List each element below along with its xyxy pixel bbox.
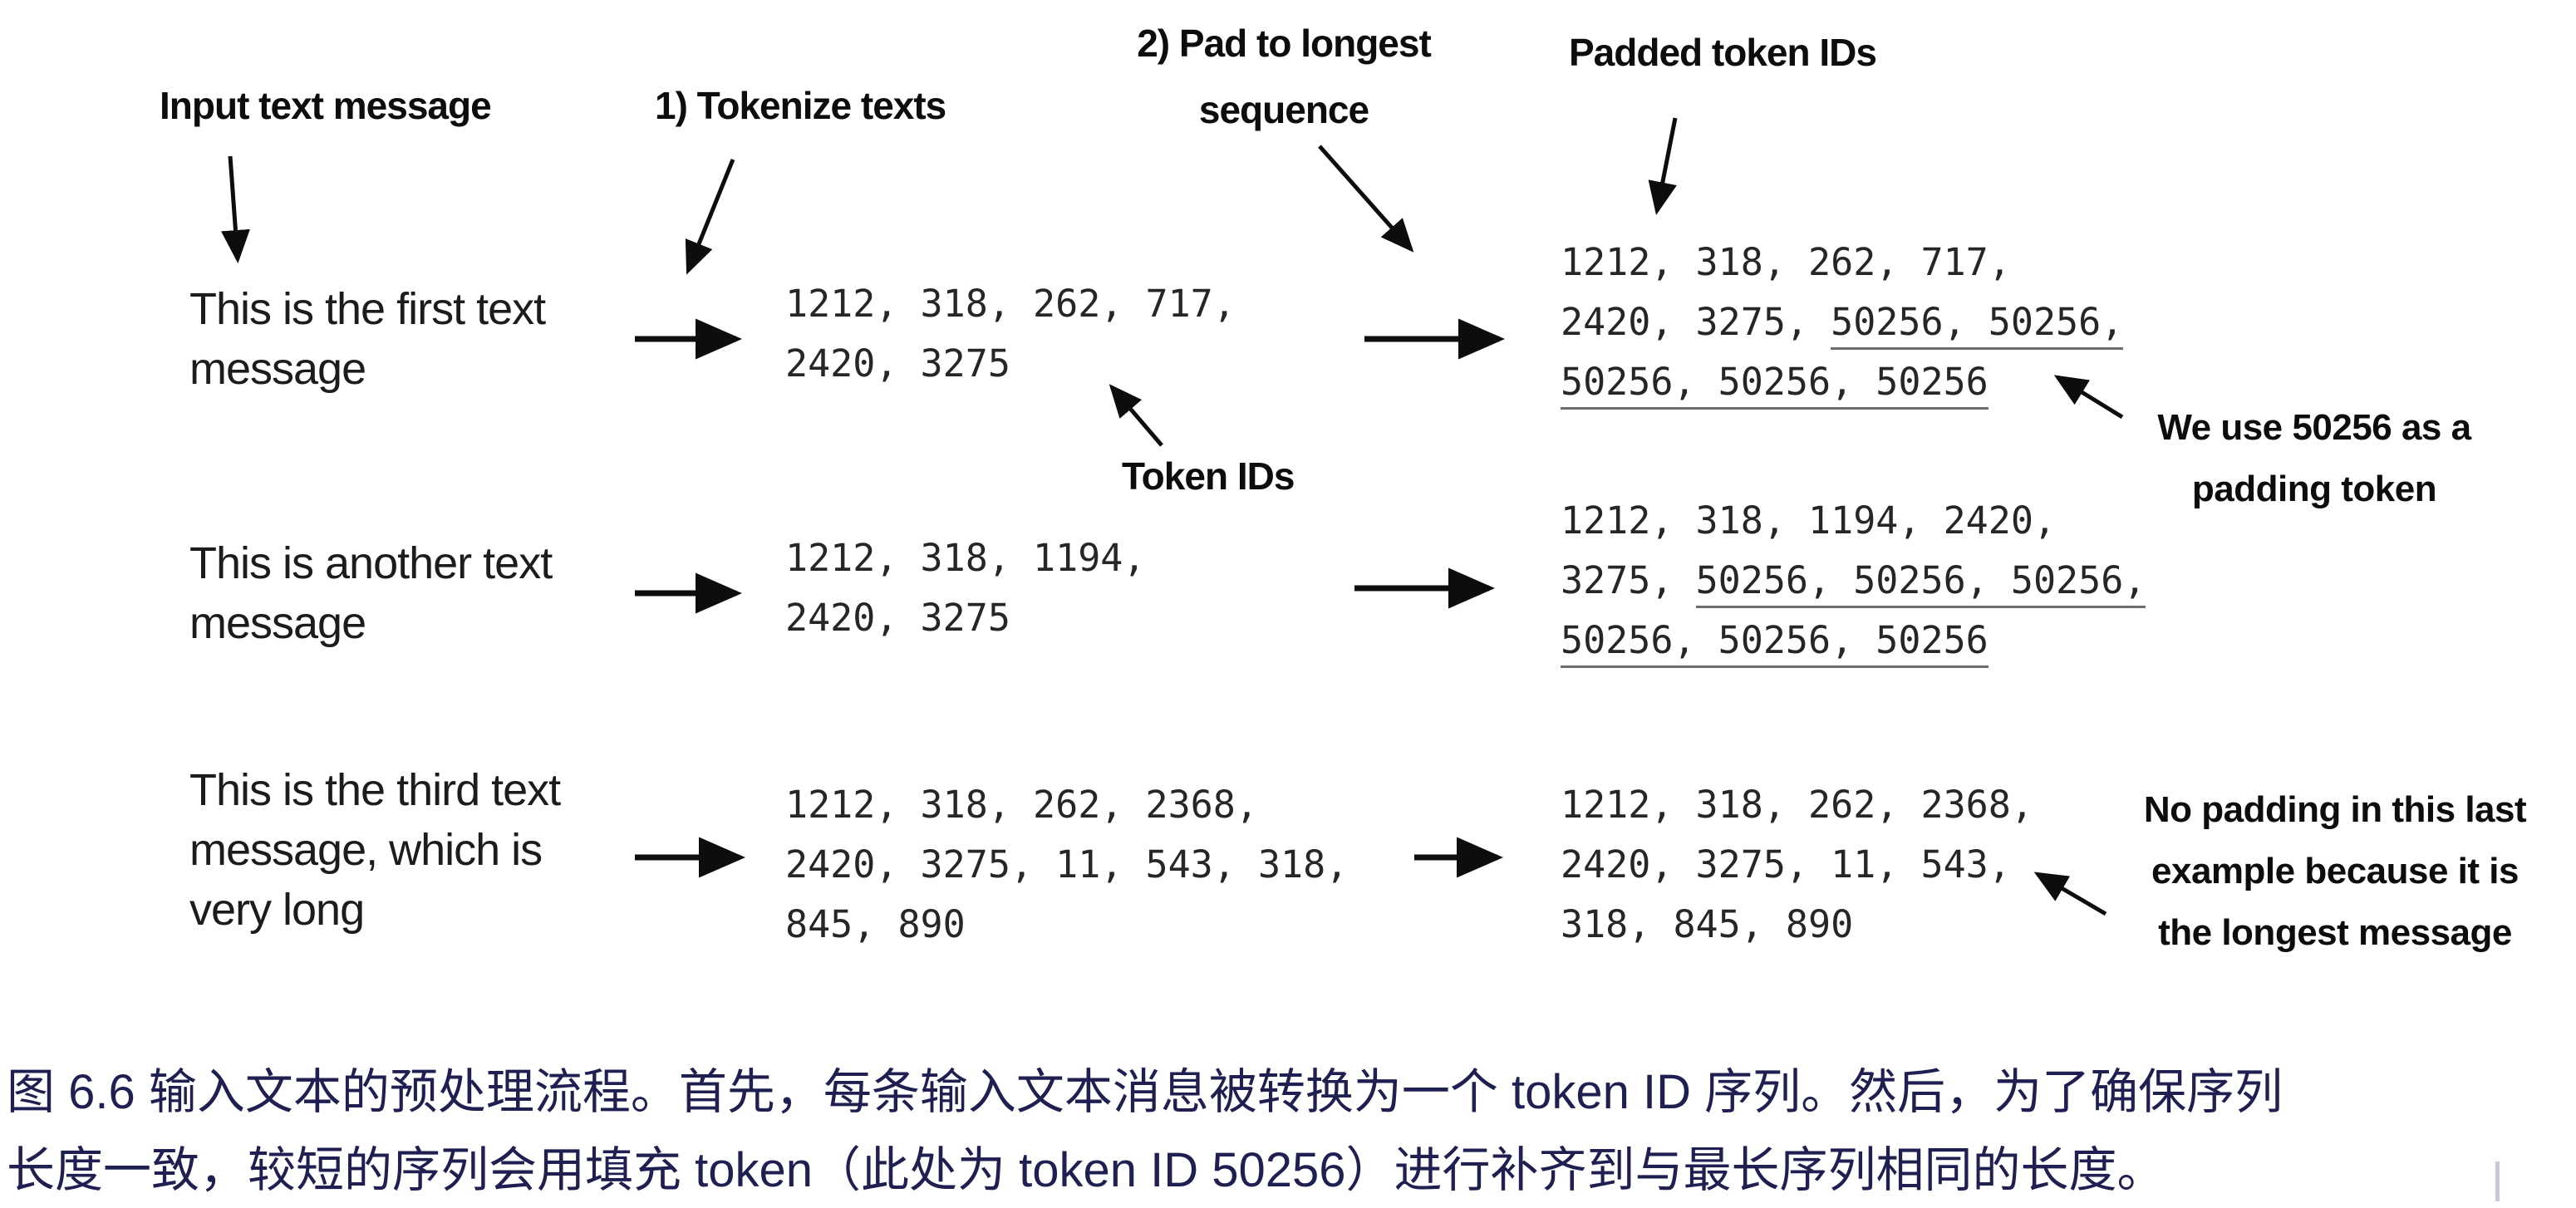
arrow-tokenize-label [685,159,735,275]
token-ids-1: 1212, 318, 262, 717, 2420, 3275 [785,274,1236,394]
padded-1-line2: 2420, 3275, 50256, 50256, [1561,292,2124,352]
padding-note-line2: padding token [2191,469,2437,509]
input-message-3: This is the third text message, which is… [189,760,561,940]
padded-3-line3: 318, 845, 890 [1561,902,1854,946]
token-ids-1-line2: 2420, 3275 [785,341,1010,385]
figure-caption: 图 6.6 输入文本的预处理流程。首先，每条输入文本消息被转换为一个 token… [7,1053,2283,1208]
input-message-1-line1: This is the first text [189,284,546,334]
padded-1-line1: 1212, 318, 262, 717, [1561,240,2011,284]
caption-line2: 长度一致，较短的序列会用填充 token（此处为 token ID 50256）… [7,1143,2166,1197]
input-message-2-line2: message [189,598,366,648]
no-padding-note: No padding in this last example because … [2115,779,2555,964]
padded-3-line2: 2420, 3275, 11, 543, [1561,842,2011,886]
padding-tokens-underlined: 50256, 50256, 50256 [1561,360,1989,410]
arrow-padded-label [1648,117,1678,215]
arrow-no-padding-note [2033,872,2107,916]
cursor-artifact [2495,1161,2500,1201]
label-pad-line1: 2) Pad to longest [1137,22,1432,65]
input-message-2: This is another text message [189,533,553,653]
padded-token-ids-1: 1212, 318, 262, 717, 2420, 3275, 50256, … [1561,233,2124,412]
token-ids-2-line1: 1212, 318, 1194, [785,536,1146,580]
input-message-3-line1: This is the third text [189,765,561,815]
no-padding-line3: the longest message [2158,912,2512,953]
label-input-text-message: Input text message [160,84,492,127]
no-padding-line2: example because it is [2151,851,2519,891]
padding-note-line1: We use 50256 as a [2157,407,2471,448]
padded-token-ids-2: 1212, 318, 1194, 2420, 3275, 50256, 5025… [1561,491,2146,670]
padded-1-line3: 50256, 50256, 50256 [1561,352,2123,412]
padded-token-ids-3: 1212, 318, 262, 2368, 2420, 3275, 11, 54… [1561,775,2033,955]
input-message-3-line3: very long [189,885,365,935]
label-padded-token-ids: Padded token IDs [1569,31,1877,74]
padding-tokens-underlined: 50256, 50256, 50256 [1561,618,1989,668]
token-ids-3: 1212, 318, 262, 2368, 2420, 3275, 11, 54… [785,775,1348,955]
input-message-1-line2: message [189,344,366,394]
no-padding-line1: No padding in this last [2143,789,2527,830]
token-ids-2-line2: 2420, 3275 [785,596,1010,640]
label-pad-to-longest: 2) Pad to longest sequence [1105,10,1463,143]
label-pad-line2: sequence [1198,88,1369,131]
arrow-token-ids-note [1109,384,1163,447]
input-message-3-line2: message, which is [189,825,543,875]
caption-line1: 图 6.6 输入文本的预处理流程。首先，每条输入文本消息被转换为一个 token… [7,1065,2283,1119]
token-ids-3-line3: 845, 890 [785,902,966,946]
padding-tokens-underlined: 50256, 50256, 50256, [1695,558,2146,608]
padded-3-line1: 1212, 318, 262, 2368, [1561,783,2033,827]
arrow-pad-label [1318,145,1414,253]
label-token-ids: Token IDs [1122,454,1295,498]
token-ids-1-line1: 1212, 318, 262, 717, [785,282,1236,326]
padded-2-line2: 3275, 50256, 50256, 50256, [1561,551,2146,611]
input-message-2-line1: This is another text [189,538,553,588]
padding-tokens-underlined: 50256, 50256, [1831,300,2124,350]
padding-token-note: We use 50256 as a padding token [2127,397,2501,520]
padded-2-line3: 50256, 50256, 50256 [1561,611,2146,670]
padded-2-line1: 1212, 318, 1194, 2420, [1561,498,2057,543]
label-tokenize-texts: 1) Tokenize texts [655,84,946,127]
token-ids-3-line2: 2420, 3275, 11, 543, 318, [785,842,1349,886]
arrow-input-label [221,155,250,263]
input-message-1: This is the first text message [189,279,546,399]
token-ids-2: 1212, 318, 1194, 2420, 3275 [785,528,1145,648]
token-ids-3-line1: 1212, 318, 262, 2368, [785,783,1258,827]
